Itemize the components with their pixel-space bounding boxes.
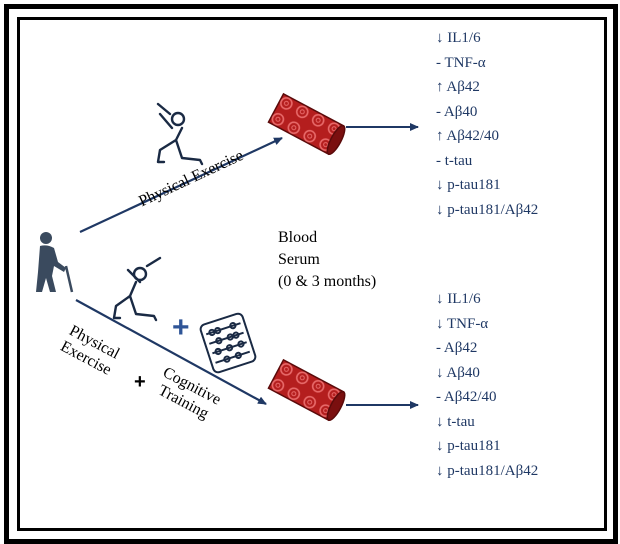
list-item: - Aβ40 (436, 103, 478, 120)
list-item: ↓ p-tau181/Aβ42 (436, 462, 539, 479)
list-item: ↓ Aβ40 (436, 364, 480, 381)
plus-sign-blue: + (172, 311, 190, 344)
abacus-icon (199, 312, 257, 374)
inner-frame (17, 17, 607, 531)
list-item: ↓ p-tau181 (436, 438, 501, 454)
list-item: - Aβ42 (436, 340, 478, 356)
list-item: ↓ IL1/6 (436, 291, 481, 307)
arrow-bottom-branch (75, 299, 267, 405)
list-item: ↓ p-tau181 (436, 177, 501, 193)
results-list-top: ↓ IL1/6 - TNF-α ↑ Aβ42 - Aβ40 ↑ Aβ42/40 … (436, 26, 538, 222)
list-item: ↑ Aβ42/40 (436, 128, 500, 144)
list-item: - TNF-α (436, 54, 486, 71)
results-list-bottom: ↓ IL1/6 ↓ TNF-α - Aβ42 ↓ Aβ40 - Aβ42/40 … (436, 287, 538, 483)
list-item: ↓ p-tau181/Aβ42 (436, 201, 539, 218)
elderly-person-icon (36, 232, 74, 293)
list-item: ↓ IL1/6 (436, 30, 481, 46)
blood-vessel-icon (267, 92, 346, 156)
list-item: ↓ TNF-α (436, 315, 489, 332)
arrow-top-branch (79, 137, 283, 233)
label-blood: Blood (278, 229, 318, 246)
list-item: ↑ Aβ42 (436, 79, 480, 95)
list-item: - t-tau (436, 152, 473, 169)
exercise-lunge-icon (156, 102, 204, 166)
blood-vessel-icon (267, 358, 346, 422)
plus-sign-black: + (134, 371, 146, 393)
exercise-lunge-icon (112, 256, 162, 322)
label-serum: Serum (278, 251, 320, 268)
label-timepoints: (0 & 3 months) (278, 273, 377, 290)
list-item: - Aβ42/40 (436, 389, 497, 405)
list-item: ↓ t-tau (436, 413, 475, 430)
